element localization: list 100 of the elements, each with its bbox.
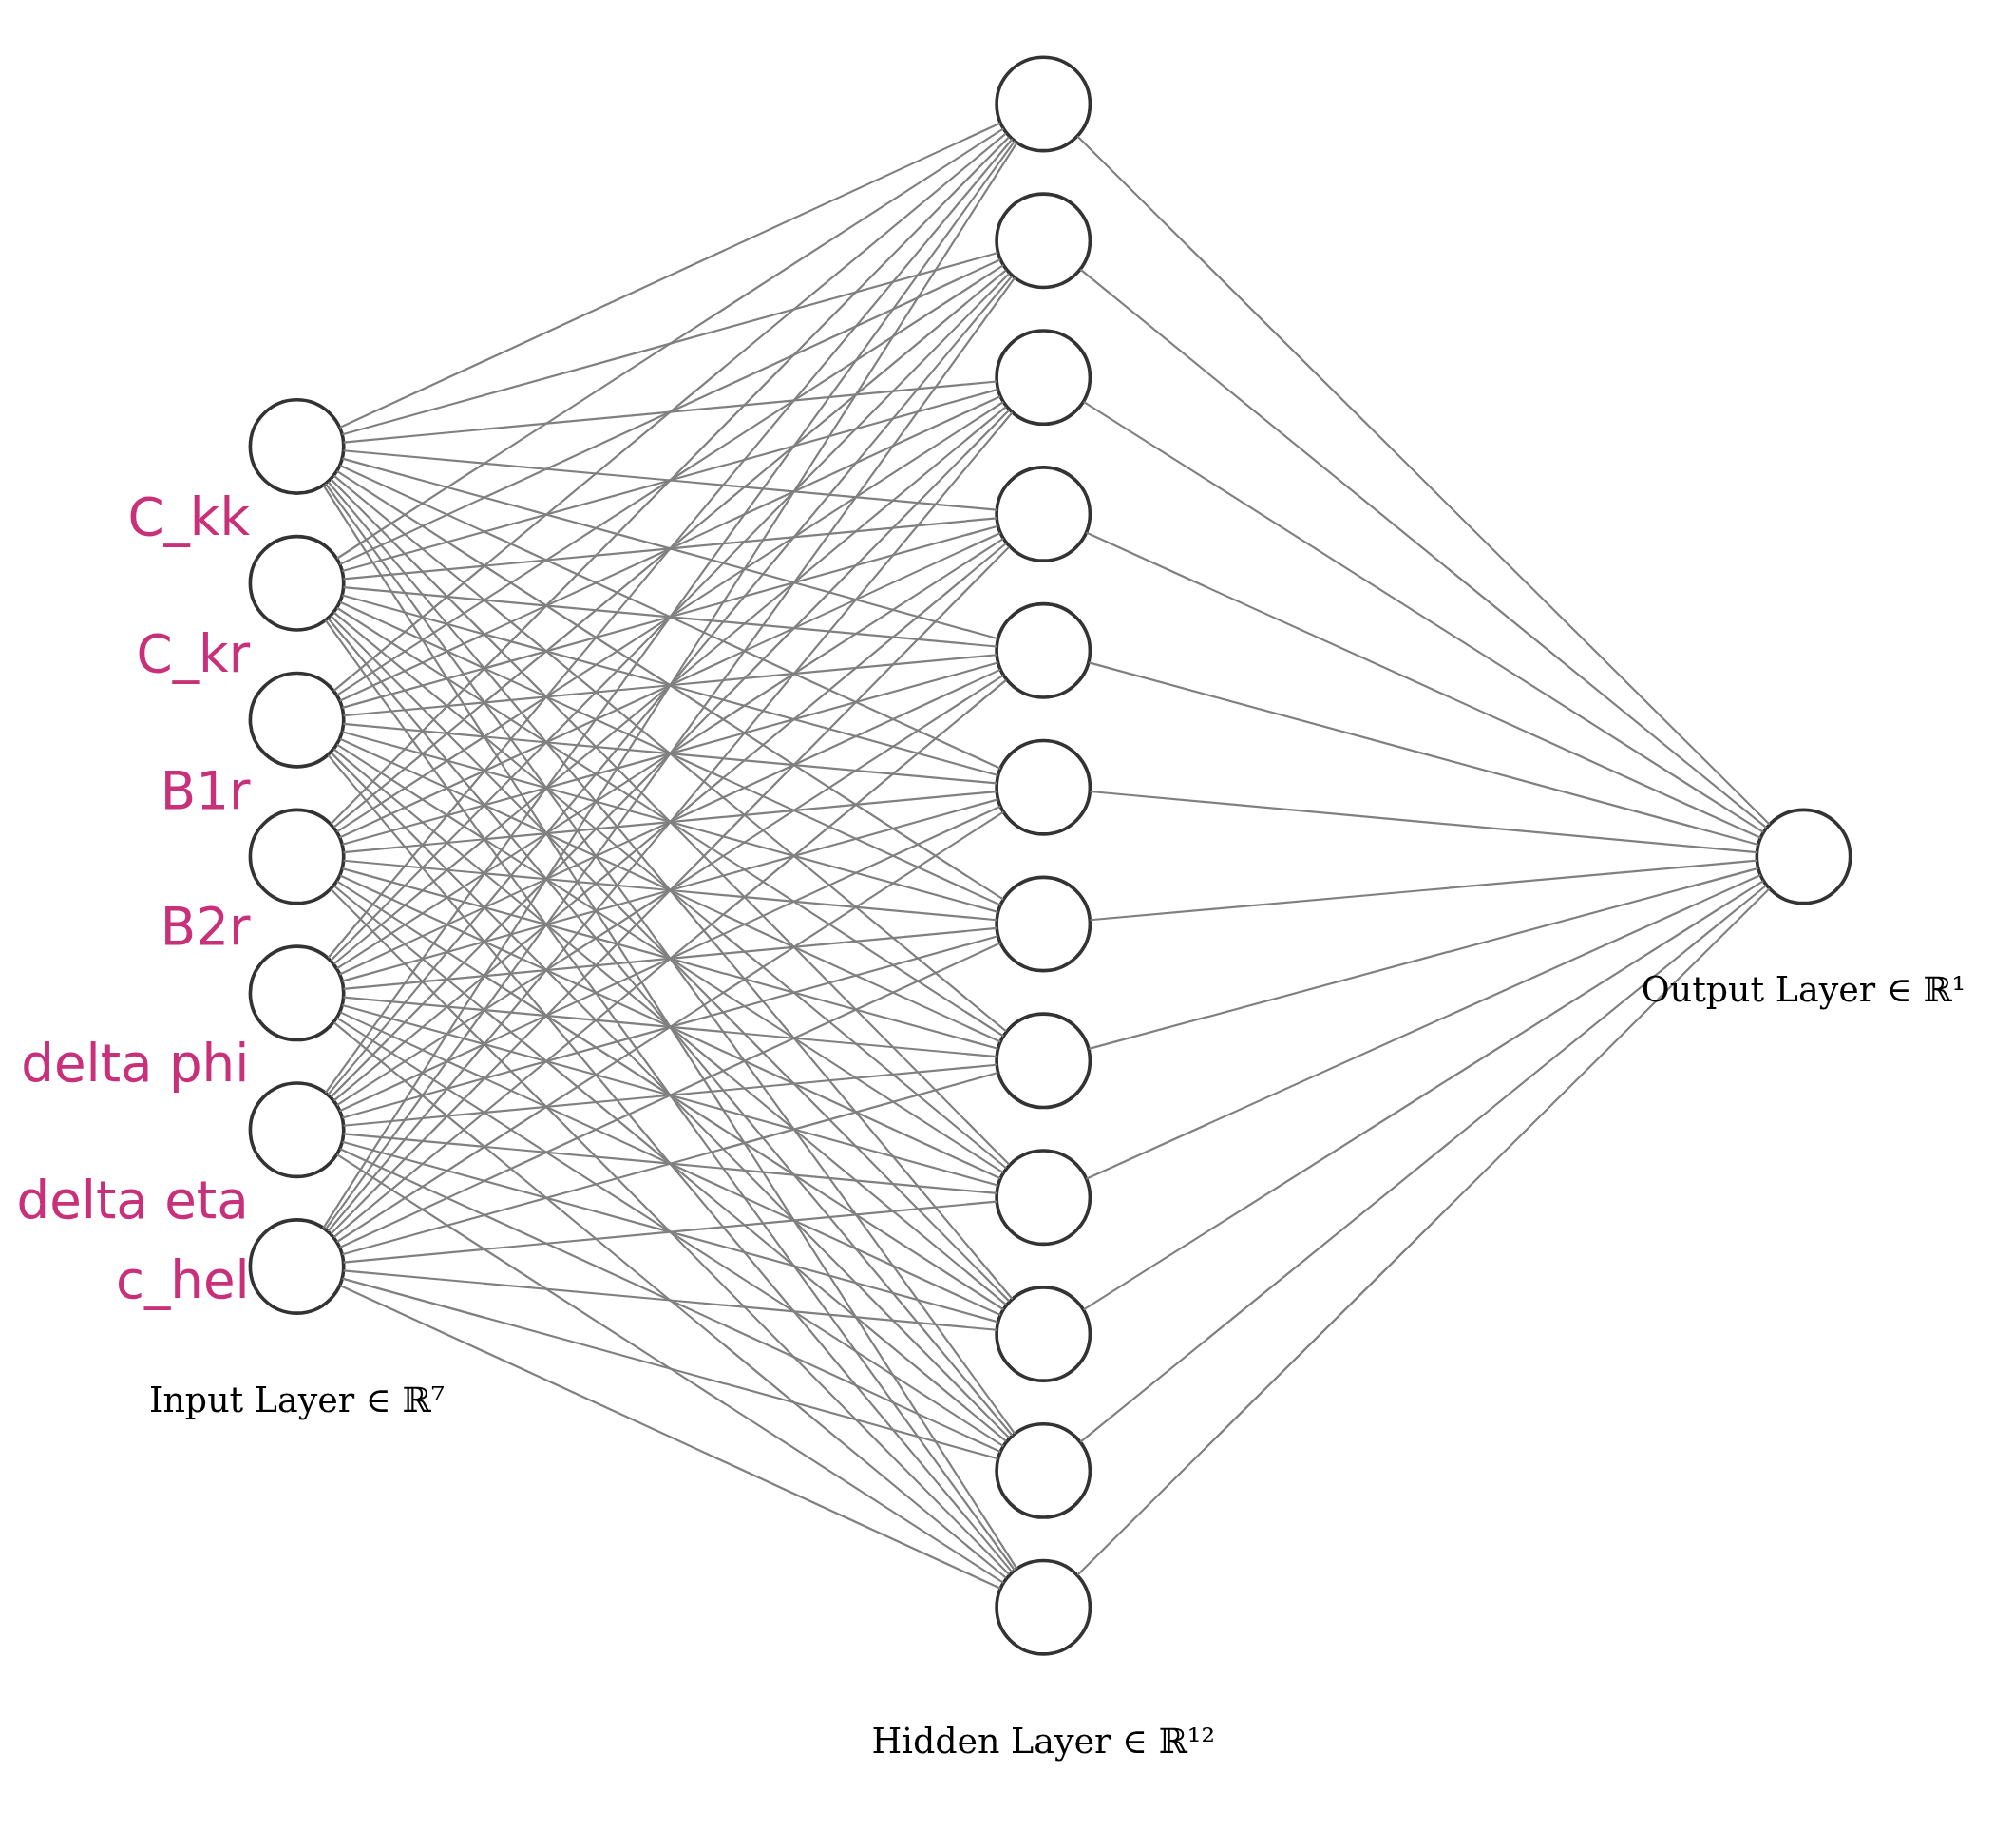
connector (339, 805, 1001, 1113)
connector (332, 406, 1007, 965)
node-circle (995, 738, 1092, 836)
node-label: B1r (160, 759, 251, 821)
connector (1076, 135, 1771, 826)
connector (342, 1003, 998, 1187)
node-circle (995, 55, 1092, 153)
connector (330, 273, 1010, 962)
connector (1086, 874, 1761, 1180)
connector (339, 737, 1001, 1043)
connector (336, 1017, 1004, 1447)
node-label: c_hel (116, 1248, 250, 1310)
connector (332, 1021, 1007, 1579)
connector (342, 457, 998, 640)
node-circle (995, 875, 1092, 973)
connector (1079, 884, 1768, 1443)
connector (336, 880, 1004, 1311)
connector (339, 122, 1001, 429)
connector (343, 517, 998, 581)
node-circle (248, 1218, 346, 1315)
connector (336, 810, 1004, 1243)
connector (336, 401, 1004, 833)
connector (342, 867, 998, 1050)
connector (330, 410, 1010, 1098)
connector (332, 885, 1007, 1442)
connector (342, 1277, 998, 1460)
connector (343, 586, 998, 648)
connector (332, 474, 1007, 1033)
connector (342, 594, 998, 777)
connector (339, 1011, 1001, 1317)
connector (330, 545, 1010, 1235)
connector (332, 748, 1007, 1305)
connector (343, 790, 998, 854)
node-circle (995, 466, 1092, 562)
node-label: delta phi (21, 1033, 250, 1095)
node-label: C_kk (127, 486, 251, 547)
connector (330, 136, 1010, 825)
connector (1089, 661, 1759, 847)
connector (330, 478, 1010, 1166)
connector (332, 269, 1007, 829)
connector (1089, 867, 1759, 1050)
connector (342, 388, 998, 573)
node-circle (995, 601, 1092, 699)
connector (339, 1285, 1001, 1590)
connector (343, 1269, 998, 1331)
connector (343, 1133, 998, 1194)
node-circle (248, 398, 346, 495)
connector (339, 465, 1001, 770)
node-circle (1755, 808, 1852, 905)
connector (343, 449, 998, 511)
connector (336, 264, 1004, 696)
connector (330, 752, 1010, 1438)
connector (343, 859, 998, 922)
node-circle (995, 329, 1092, 427)
connector (327, 138, 1014, 959)
connector (330, 615, 1010, 1303)
connector (339, 258, 1001, 565)
label: Input Layer ∈ ℝ⁷ (149, 1379, 446, 1420)
node-circle (248, 808, 346, 905)
node-circle (248, 944, 346, 1042)
node-circle (995, 192, 1092, 290)
connector (336, 1153, 1004, 1584)
connector (332, 611, 1007, 1170)
connector (343, 380, 998, 444)
connector (343, 1200, 998, 1264)
connector (339, 874, 1001, 1180)
node-circle (248, 1081, 346, 1179)
connector (327, 618, 1014, 1437)
connector (330, 888, 1010, 1575)
node-circle (995, 1286, 1092, 1382)
connector (336, 537, 1004, 970)
connector (1076, 887, 1771, 1576)
connector (342, 731, 998, 913)
connector (339, 1148, 1001, 1453)
connector (339, 668, 1001, 976)
connector (327, 411, 1014, 1232)
connector (342, 798, 998, 982)
node-circle (995, 1558, 1092, 1656)
connector (336, 674, 1004, 1107)
connector (332, 679, 1007, 1239)
connector (343, 1063, 998, 1127)
connector (336, 743, 1004, 1174)
connector (342, 935, 998, 1119)
connector (1086, 531, 1761, 839)
connector (327, 754, 1014, 1573)
connector (342, 1072, 998, 1256)
label: Output Layer ∈ ℝ¹ (1641, 969, 1966, 1011)
connector (342, 524, 998, 709)
node-circle (995, 1421, 1092, 1519)
connector (342, 661, 998, 846)
node-circle (995, 1149, 1092, 1247)
connector (1090, 859, 1758, 922)
node-circle (248, 534, 346, 632)
label: Hidden Layer ∈ ℝ¹² (871, 1720, 1216, 1762)
connector (1090, 790, 1758, 854)
connector (1079, 268, 1768, 829)
connector (327, 275, 1014, 1095)
connector (336, 470, 1004, 901)
connector (336, 606, 1004, 1038)
connector (342, 251, 998, 436)
